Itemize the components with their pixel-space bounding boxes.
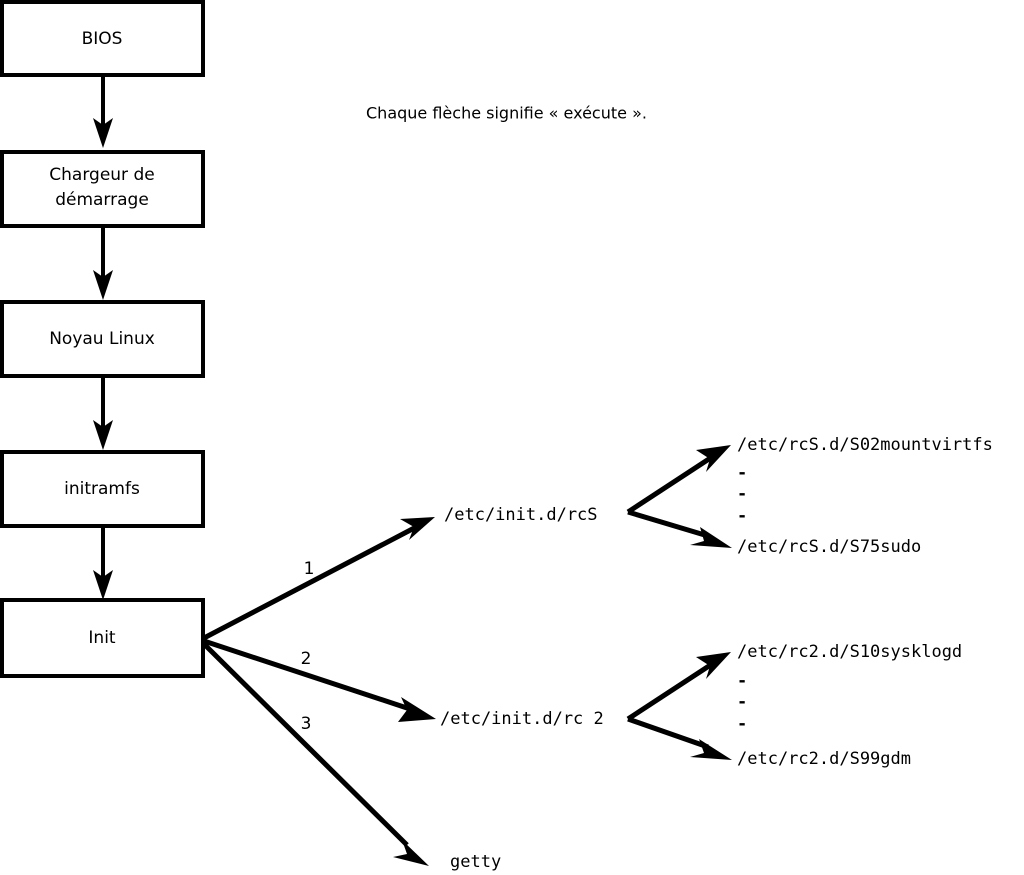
arrow-init-branch-1: 1	[202, 517, 435, 641]
label-rc2-first-script: /etc/rc2.d/S10sysklogd	[737, 642, 962, 662]
label-rcs-ellipsis-2: -	[737, 484, 747, 504]
node-initramfs-rect	[0, 450, 205, 528]
fork-rc2-scripts	[626, 652, 732, 760]
fork-rcs-lower-head	[690, 527, 732, 548]
label-init-d-rcs: /etc/init.d/rcS	[444, 505, 598, 525]
node-bios-label: BIOS	[82, 29, 123, 49]
node-bootloader: Chargeur de démarrage	[0, 150, 205, 228]
label-rc2-ellipsis-2: -	[737, 692, 747, 712]
arrow-init-branch-3-head	[393, 840, 429, 866]
arrow-bootloader-to-kernel-head	[93, 270, 113, 300]
node-bios-rect	[0, 0, 205, 77]
node-initramfs: initramfs	[0, 450, 205, 528]
fork-rc2-upper-head	[696, 652, 731, 679]
arrow-init-branch-2-shaft	[203, 638, 411, 712]
arrow-kernel-to-initramfs-head	[93, 420, 113, 450]
arrow-bios-to-bootloader-head	[93, 118, 113, 148]
node-init-rect	[0, 598, 205, 678]
fork-rc2-lower-shaft	[627, 716, 709, 750]
arrow-init-branch-2-number: 2	[301, 649, 312, 669]
label-rc2-last-script: /etc/rc2.d/S99gdm	[737, 749, 911, 769]
arrow-init-branch-1-head	[400, 517, 435, 540]
arrow-init-branch-2-head	[398, 697, 436, 722]
node-init: Init	[0, 598, 205, 678]
label-rc2-ellipsis-3: -	[737, 714, 747, 734]
node-bootloader-rect	[0, 150, 205, 228]
arrow-kernel-to-initramfs	[93, 376, 113, 450]
label-rcs-ellipsis-3: -	[737, 506, 747, 526]
fork-rcs-scripts	[626, 445, 732, 548]
arrow-init-branch-3-number: 3	[301, 714, 312, 734]
arrow-initramfs-to-init-head	[93, 570, 113, 600]
label-rcs-first-script: /etc/rcS.d/S02mountvirtfs	[737, 435, 993, 455]
node-init-label: Init	[88, 628, 116, 648]
label-rcs-last-script: /etc/rcS.d/S75sudo	[737, 537, 921, 557]
fork-rcs-lower-shaft	[627, 509, 709, 539]
arrow-initramfs-to-init	[93, 526, 113, 600]
fork-rcs-upper-head	[696, 445, 731, 472]
label-rcs-ellipsis-1: -	[737, 463, 747, 483]
arrow-bootloader-to-kernel	[93, 226, 113, 300]
arrow-init-branch-1-number: 1	[304, 559, 315, 579]
arrow-bios-to-bootloader	[93, 75, 113, 148]
node-bios: BIOS	[0, 0, 205, 77]
node-kernel: Noyau Linux	[0, 300, 205, 378]
arrow-init-branch-3-shaft	[202, 642, 409, 847]
fork-rc2-lower-head	[690, 739, 732, 760]
fork-rcs-upper-shaft	[626, 454, 714, 515]
fork-rc2-upper-shaft	[626, 661, 714, 722]
node-bootloader-label-line1: Chargeur de	[49, 165, 154, 185]
arrow-init-branch-1-shaft	[202, 522, 422, 641]
arrow-init-branch-3: 3	[202, 642, 429, 866]
node-initramfs-label: initramfs	[64, 479, 140, 499]
diagram-caption: Chaque flèche signifie « exécute ».	[366, 104, 647, 123]
node-kernel-label: Noyau Linux	[49, 329, 155, 349]
arrow-init-branch-2: 2	[203, 638, 436, 722]
label-rc2-ellipsis-1: -	[737, 671, 747, 691]
label-init-d-rc2: /etc/init.d/rc 2	[440, 709, 604, 729]
node-bootloader-label-line2: démarrage	[55, 190, 149, 210]
label-getty: getty	[450, 852, 501, 872]
